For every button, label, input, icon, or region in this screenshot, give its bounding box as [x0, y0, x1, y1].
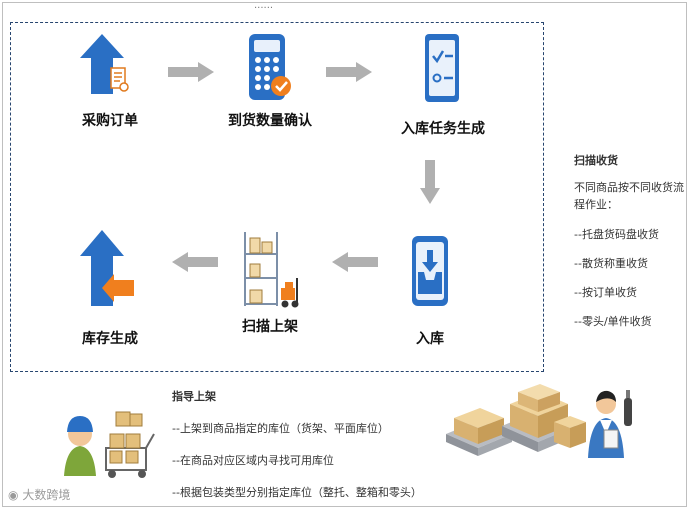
- node-label: 入库任务生成: [401, 121, 485, 137]
- guide-item: --上架到商品指定的库位（货架、平面库位）: [172, 422, 389, 435]
- watermark-logo-icon: ◉: [8, 488, 19, 502]
- node-label: 到货数量确认: [228, 113, 312, 129]
- flow-arrow-left-icon: [332, 252, 378, 272]
- note-item: --零头/单件收货: [574, 315, 652, 328]
- note-title: 扫描收货: [574, 154, 618, 167]
- node-task-generate: 入库任务生成: [383, 34, 503, 138]
- guide-item: --在商品对应区域内寻找可用库位: [172, 454, 334, 467]
- node-label: 采购订单: [82, 113, 138, 129]
- arrow-up-document-icon: [80, 34, 129, 94]
- guided-shelving-note: 指导上架 --上架到商品指定的库位（货架、平面库位） --在商品对应区域内寻找可…: [172, 388, 432, 516]
- node-purchase-order: 采购订单: [50, 34, 170, 130]
- outer-frame: [2, 2, 687, 507]
- node-inventory-generate: 库存生成: [50, 230, 170, 348]
- note-description: 不同商品按不同收货流程作业：: [574, 181, 684, 211]
- note-item: --托盘货码盘收货: [574, 228, 659, 241]
- calculator-check-icon: [249, 34, 291, 100]
- process-flow-box: [10, 22, 544, 372]
- node-label: 库存生成: [82, 331, 138, 347]
- flow-arrow-left-icon: [172, 252, 218, 272]
- node-label: 入库: [416, 331, 444, 347]
- arrow-up-left-arrow-icon: [80, 230, 134, 306]
- top-mark: ......: [254, 0, 274, 11]
- inbox-download-icon: [412, 236, 448, 306]
- shelf-forklift-icon: [244, 232, 299, 308]
- flow-arrow-right-icon: [168, 62, 214, 82]
- pallets-scanner-illustration: [446, 384, 632, 458]
- watermark-text: 大数跨境: [22, 488, 71, 502]
- node-scan-shelve: 扫描上架: [210, 230, 330, 336]
- note-item: --散货称重收货: [574, 257, 648, 270]
- checklist-icon: [425, 34, 459, 102]
- note-item: --按订单收货: [574, 286, 637, 299]
- scan-receiving-note: 扫描收货 不同商品按不同收货流程作业： --托盘货码盘收货 --散货称重收货 -…: [574, 155, 686, 345]
- node-inbound: 入库: [370, 236, 490, 348]
- worker-cart-illustration: [64, 411, 155, 478]
- node-arrival-confirm: 到货数量确认: [210, 34, 330, 130]
- watermark: ◉ 大数跨境: [8, 486, 70, 503]
- node-label: 扫描上架: [242, 319, 298, 335]
- flow-arrow-down-icon: [420, 160, 440, 204]
- guide-title: 指导上架: [172, 390, 216, 403]
- flow-arrow-right-icon: [326, 62, 372, 82]
- guide-item: --根据包装类型分别指定库位（整托、整箱和零头）: [172, 486, 422, 499]
